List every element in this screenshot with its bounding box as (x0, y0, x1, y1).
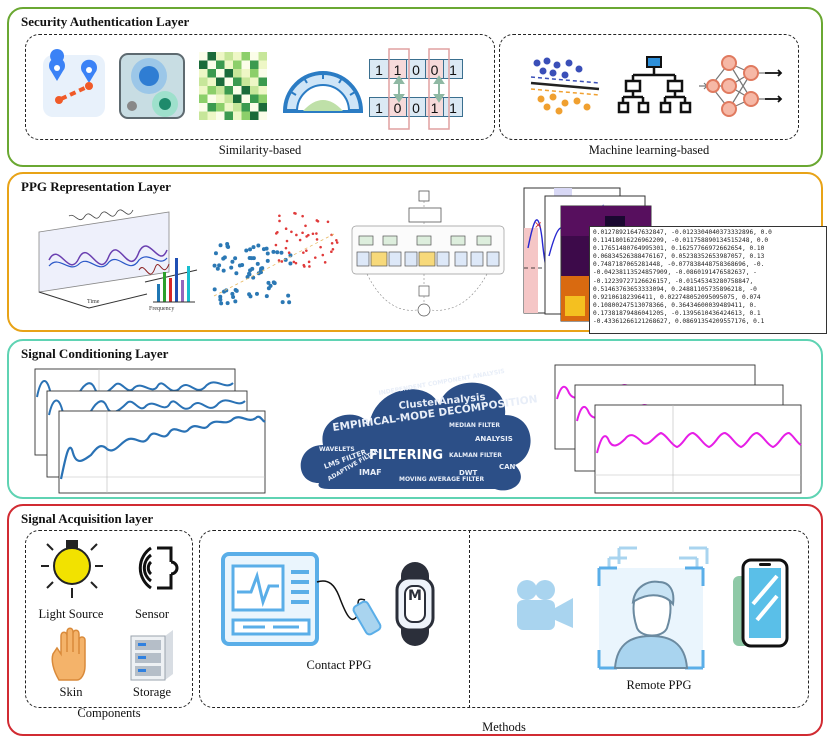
matrix-values: 0.01278921647632847, -0.0123304040373332… (590, 227, 826, 328)
layer-title: Security Authentication Layer (21, 14, 190, 29)
bit-row-bottom: 1 0 0 1 1 (369, 97, 463, 117)
fitness-band-icon (395, 562, 435, 646)
cloud-word: MEDIAN FILTER (449, 422, 500, 429)
filtered-ppg-signal-stack (554, 364, 802, 494)
pulse-oximeter-monitor-icon (221, 552, 319, 646)
layer-title: Signal Acquisition layer (21, 511, 154, 526)
cloud-word: CAN (499, 463, 516, 471)
matrix-line: 0.10800247513078366, 0.36434600039489411… (593, 301, 757, 309)
components-group (25, 530, 193, 708)
video-camera-icon (517, 580, 573, 630)
machine-learning-group (499, 34, 799, 140)
remote-ppg-label: Remote PPG (626, 678, 692, 692)
matrix-line: -0.43361266121268627, 0.0869135420955717… (593, 318, 765, 326)
raw-ppg-signal-stack (34, 368, 266, 494)
cloud-word: FILTERING (369, 448, 443, 463)
cloud-word: MOVING AVERAGE FILTER (399, 476, 485, 483)
cloud-word: KALMAN FILTER (449, 452, 502, 459)
storage-label: Storage (132, 685, 172, 699)
matrix-line: -0.12239727126626157, -0.015453432807588… (593, 277, 754, 285)
time-frequency-plot-icon (38, 209, 198, 309)
matrix-values-panel: 0.01278921647632847, -0.0123304040373332… (589, 226, 827, 334)
sensor-label: Sensor (134, 607, 170, 621)
machine-learning-caption: Machine learning-based (588, 143, 710, 157)
matrix-line: 0.51463763653333094, 0.24881105735896218… (593, 285, 757, 293)
signal-acquisition-layer: Signal Acquisition layer Components Meth… (7, 504, 823, 736)
face-frames-icon (597, 546, 709, 670)
skin-hand-icon (51, 627, 86, 681)
methods-divider (469, 530, 470, 708)
matrix-line: 0.92106182396411, 0.022748052095095075, … (593, 293, 761, 301)
sensor-cable-icon (316, 580, 382, 636)
bit-cell: 1 (443, 59, 463, 79)
matrix-line: 0.7487187065281448, -0.07783844875836869… (593, 261, 765, 269)
feature-scatter-plot-icon (212, 211, 339, 306)
matrix-line: -0.04238113524857909, -0.086019147658263… (593, 269, 757, 277)
bit-compare-arrows-icon (388, 48, 450, 130)
time-axis-label: Time (87, 299, 100, 305)
similarity-matrix-icon (199, 52, 267, 120)
cluster-distance-icon (119, 53, 185, 119)
fitness-band-letter: M (408, 588, 422, 604)
cloud-word: ANALYSIS (475, 435, 513, 443)
security-authentication-layer: Security Authentication Layer Similarity… (7, 7, 823, 167)
filtering-word-cloud: EMPIRICAL-MODE DECOMPOSITIONFILTERINGClu… (300, 368, 538, 491)
light-source-icon (41, 540, 103, 598)
bit-cell: 1 (443, 97, 463, 117)
neural-network-icon (699, 55, 783, 117)
map-distance-icon (43, 49, 105, 117)
contact-ppg-label: Contact PPG (306, 658, 372, 672)
protractor-icon (282, 71, 364, 113)
methods-group (199, 530, 809, 708)
layer-title: Signal Conditioning Layer (21, 346, 169, 361)
light-source-label: Light Source (38, 607, 104, 621)
similarity-based-group (25, 34, 495, 140)
svm-classifier-icon (530, 57, 600, 115)
svg-text:×: × (534, 220, 542, 231)
matrix-line: 0.01278921647632847, -0.0123304040373332… (593, 229, 772, 236)
cloud-word: IMAF (359, 468, 382, 477)
ppg-representation-layer: PPG Representation Layer Time Frequency (7, 172, 827, 334)
layer-title: PPG Representation Layer (21, 179, 171, 194)
storage-server-icon (130, 630, 173, 681)
matrix-line: 0.1738187948604120S, -0.1395610436424613… (593, 309, 761, 317)
matrix-line: 0.06834526388476167, 0.05238352653987057… (593, 253, 765, 261)
cnn-architecture-diagram (351, 190, 505, 317)
components-caption: Components (77, 706, 141, 720)
frequency-axis-label: Frequency (149, 306, 175, 312)
skin-label: Skin (59, 685, 83, 699)
signal-conditioning-layer: Signal Conditioning Layer EMPIRICAL-MODE… (7, 339, 823, 499)
methods-caption: Methods (482, 720, 526, 734)
cloud-word: WAVELETS (319, 446, 355, 453)
cloud-word: DWT (459, 469, 478, 477)
matrix-line: 0.11418016226962209, -0.0117588901345152… (593, 237, 769, 245)
decision-tree-icon (617, 56, 692, 114)
smartphone-icon (733, 558, 789, 648)
bit-row-top: 1 1 0 0 1 (369, 59, 463, 79)
matrix-line: 0.17651480764995301, 0.16257766972662654… (593, 245, 765, 253)
sensor-icon (138, 546, 179, 590)
similarity-based-caption: Similarity-based (218, 143, 302, 157)
